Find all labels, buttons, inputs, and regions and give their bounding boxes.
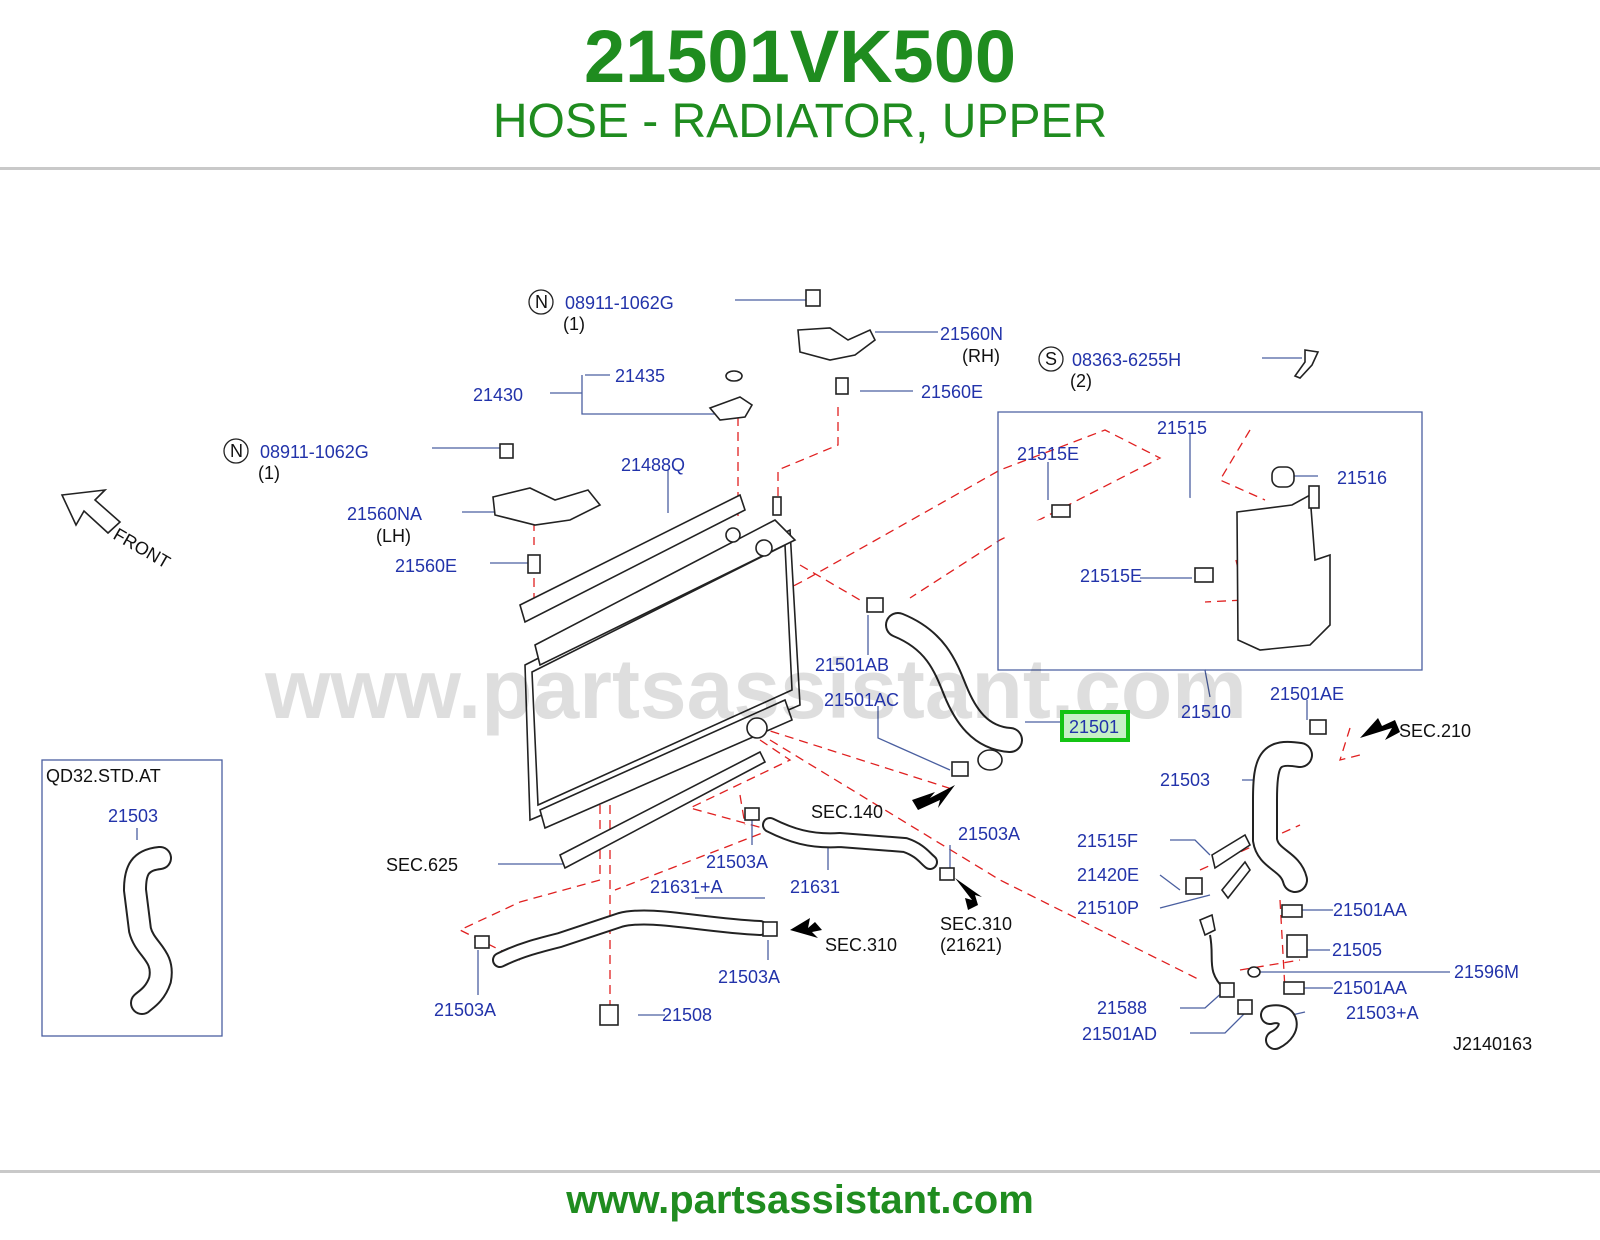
svg-text:(2): (2) <box>1070 371 1092 391</box>
label-sec310-a[interactable]: SEC.310 <box>825 935 897 955</box>
svg-text:08911-1062G: 08911-1062G <box>260 442 369 462</box>
label-21510[interactable]: 21510 <box>1181 702 1231 722</box>
callout-n-left[interactable]: N 08911-1062G (1) <box>223 438 369 483</box>
footer-url[interactable]: www.partsassistant.com <box>566 1178 1034 1222</box>
part-number-title: 21501VK500 <box>583 15 1017 98</box>
svg-text:S: S <box>1045 349 1057 369</box>
label-21560N-note: (RH) <box>962 346 1000 366</box>
upper-radiator-hose <box>866 597 1023 777</box>
label-21596M[interactable]: 21596M <box>1454 962 1519 982</box>
diagram-id: J2140163 <box>1453 1034 1532 1054</box>
label-21515F[interactable]: 21515F <box>1077 831 1138 851</box>
bracket-lh <box>492 443 602 574</box>
label-21503A-2[interactable]: 21503A <box>706 852 768 872</box>
inset-part-21503: 21503 <box>108 806 158 826</box>
label-21631[interactable]: 21631 <box>790 877 840 897</box>
label-21501AB[interactable]: 21501AB <box>815 655 889 675</box>
label-21503-plus-a[interactable]: 21503+A <box>1346 1003 1419 1023</box>
bracket-rh <box>797 289 877 395</box>
label-21503A-3[interactable]: 21503A <box>718 967 780 987</box>
label-21560E-left[interactable]: 21560E <box>395 556 457 576</box>
label-21501AC[interactable]: 21501AC <box>824 690 899 710</box>
label-21516[interactable]: 21516 <box>1337 468 1387 488</box>
label-21435[interactable]: 21435 <box>615 366 665 386</box>
callout-s-bolt[interactable]: S 08363-6255H (2) <box>1038 346 1181 391</box>
svg-text:08911-1062G: 08911-1062G <box>565 293 674 313</box>
bolt-08363 <box>1293 349 1320 379</box>
label-sec210[interactable]: SEC.210 <box>1399 721 1471 741</box>
inset-qd32: QD32.STD.AT 21503 <box>41 759 223 1037</box>
label-21560E-top[interactable]: 21560E <box>921 382 983 402</box>
front-label: FRONT <box>110 524 174 572</box>
svg-text:21501: 21501 <box>1069 717 1119 737</box>
svg-text:N: N <box>230 441 243 461</box>
svg-text:08363-6255H: 08363-6255H <box>1072 350 1181 370</box>
direction-arrows <box>790 718 1400 938</box>
svg-text:N: N <box>535 292 548 312</box>
label-sec625[interactable]: SEC.625 <box>386 855 458 875</box>
label-21560N[interactable]: 21560N <box>940 324 1003 344</box>
label-21560NA-note: (LH) <box>376 526 411 546</box>
leader-lines <box>432 299 1450 1034</box>
label-21430[interactable]: 21430 <box>473 385 523 405</box>
plate-21430 <box>708 396 754 421</box>
label-sec310-b[interactable]: SEC.310 <box>940 914 1012 934</box>
hose-21631 <box>744 807 955 881</box>
label-sec140[interactable]: SEC.140 <box>811 802 883 822</box>
label-21501AA-1[interactable]: 21501AA <box>1333 900 1407 920</box>
hose-21631-a <box>474 909 778 968</box>
svg-text:(1): (1) <box>258 463 280 483</box>
label-21505[interactable]: 21505 <box>1332 940 1382 960</box>
label-21631-a[interactable]: 21631+A <box>650 877 723 897</box>
reservoir-box <box>997 411 1423 671</box>
label-21501AE[interactable]: 21501AE <box>1270 684 1344 704</box>
label-21488Q[interactable]: 21488Q <box>621 455 685 475</box>
label-21420E[interactable]: 21420E <box>1077 865 1139 885</box>
callout-n-top[interactable]: N 08911-1062G (1) <box>528 289 674 334</box>
label-21515E-top[interactable]: 21515E <box>1017 444 1079 464</box>
radiator-assembly <box>519 493 801 1026</box>
front-direction-arrow: FRONT <box>60 488 174 572</box>
hose-21503-right <box>1185 719 1327 1050</box>
label-21560NA[interactable]: 21560NA <box>347 504 422 524</box>
header-divider <box>0 167 1600 170</box>
label-21515[interactable]: 21515 <box>1157 418 1207 438</box>
label-21588[interactable]: 21588 <box>1097 998 1147 1018</box>
label-21503-right[interactable]: 21503 <box>1160 770 1210 790</box>
svg-text:(1): (1) <box>563 314 585 334</box>
cap-21435 <box>725 370 743 382</box>
label-21503A-4[interactable]: 21503A <box>434 1000 496 1020</box>
label-21510P[interactable]: 21510P <box>1077 898 1139 918</box>
label-sec310-b-note: (21621) <box>940 935 1002 955</box>
highlighted-part-21501[interactable]: 21501 <box>1060 710 1130 742</box>
footer-divider <box>0 1170 1600 1173</box>
label-21508[interactable]: 21508 <box>662 1005 712 1025</box>
inset-label: QD32.STD.AT <box>46 766 161 786</box>
part-description: HOSE - RADIATOR, UPPER <box>492 95 1108 148</box>
label-21515E-bottom[interactable]: 21515E <box>1080 566 1142 586</box>
label-21501AA-2[interactable]: 21501AA <box>1333 978 1407 998</box>
label-21503A-1[interactable]: 21503A <box>958 824 1020 844</box>
label-21501AD[interactable]: 21501AD <box>1082 1024 1157 1044</box>
